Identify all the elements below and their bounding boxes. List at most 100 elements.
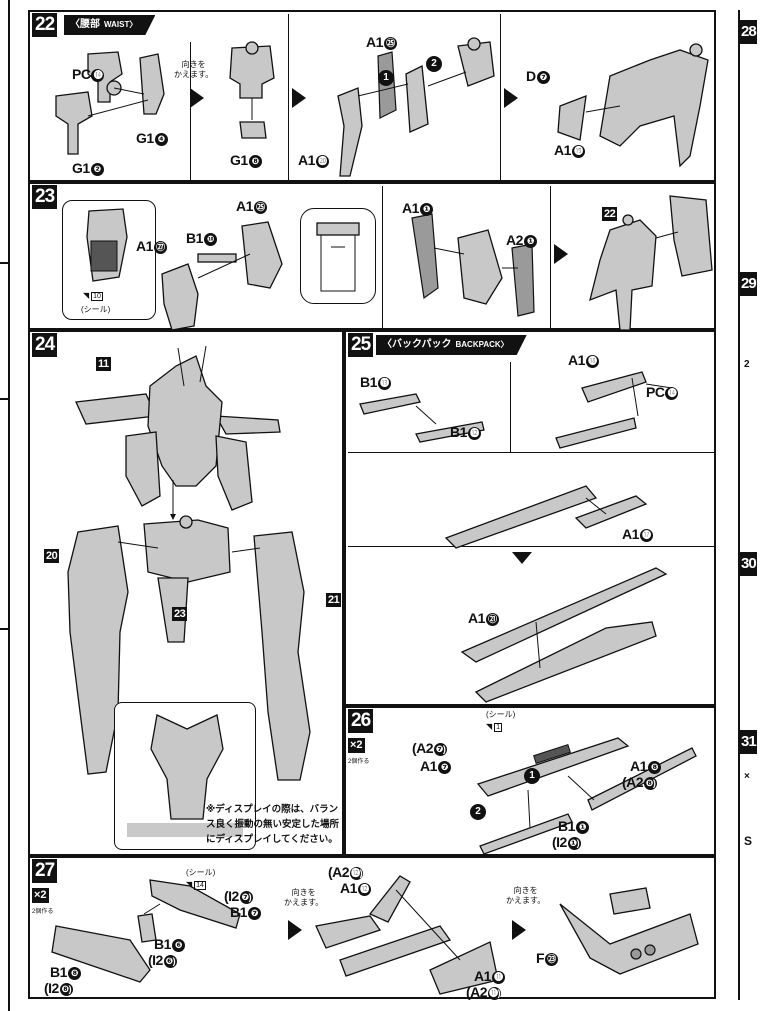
- turn-note: 向きを かえます。: [174, 60, 214, 79]
- step-order-1: 1: [378, 70, 394, 86]
- step-number-28: 28: [740, 20, 757, 44]
- step-number: 23: [32, 185, 58, 209]
- rifle-parts-illustration: [51, 879, 241, 983]
- step-number: 24: [32, 333, 58, 357]
- step-order-2: 2: [470, 804, 486, 820]
- backpack-final-illustration: [460, 567, 668, 703]
- title-jp: 〈バックパック: [382, 339, 452, 350]
- waist-parts-illustration-1: [55, 51, 165, 155]
- rifle-final-illustration: [559, 887, 699, 975]
- sticker-ref: ◥10: [83, 291, 103, 301]
- ref-step-23: 23: [172, 607, 188, 621]
- waist-assembled-illustration: [557, 43, 709, 168]
- rifle-assembly-illustration: [315, 875, 499, 995]
- shoulder-assembly-illustration: [161, 221, 283, 331]
- ref-step-21: 21: [326, 593, 342, 607]
- title-jp: 〈腰部: [70, 19, 100, 30]
- ref-step-20: 20: [44, 549, 60, 563]
- step-number-29: 29: [740, 272, 757, 296]
- step-title-banner: 〈腰部 WAIST〉: [64, 15, 155, 35]
- make-two-note: 2個作る: [348, 759, 370, 765]
- step-order-2: 2: [426, 56, 442, 72]
- make-two-badge: ×2: [348, 738, 365, 753]
- display-note-inset: [114, 702, 256, 850]
- x-mark: ×: [744, 771, 750, 782]
- sticker-ref: ◥14: [186, 880, 206, 890]
- step-24-panel: 24 11 20 21 23 ※ディスプレイの際は、バランス良く振動の無い安定し…: [28, 330, 344, 856]
- thruster-parts-illustration: [476, 737, 697, 855]
- display-note-text: ※ディスプレイの際は、バランス良く振動の無い安定した場所にディスプレイしてくださ…: [206, 804, 340, 845]
- torso-armor-illustration: [589, 195, 713, 331]
- right-page-edge: 28 29 30 31 2 × S: [738, 0, 760, 1011]
- title-en: WAIST〉: [104, 20, 138, 29]
- step-number: 25: [348, 333, 374, 357]
- backpack-assembly-illustration: [444, 485, 648, 549]
- step-order-1: 1: [524, 768, 540, 784]
- step-number: 26: [348, 709, 374, 733]
- waist-parts-illustration-2: [229, 41, 275, 139]
- turn-note-1: 向きを かえます。: [284, 888, 324, 907]
- waist-armor-illustration: [337, 37, 495, 177]
- ref-step-22: 22: [602, 207, 618, 221]
- sticker-inset: ◥10 (シール): [62, 200, 156, 320]
- left-page-edge: [0, 0, 10, 1011]
- turn-note-2: 向きを かえます。: [506, 886, 546, 905]
- title-en: BACKPACK〉: [455, 340, 509, 349]
- make-two-badge: ×2: [32, 888, 49, 903]
- sticker-label: (シール): [186, 868, 216, 877]
- sticker-label: (シール): [81, 305, 111, 314]
- step-number: 22: [32, 13, 58, 37]
- step-number-31: 31: [740, 730, 757, 754]
- step-number-30: 30: [740, 552, 757, 576]
- ref-step-11: 11: [96, 357, 111, 371]
- ref-2: 2: [744, 359, 750, 370]
- s-mark: S: [744, 834, 753, 848]
- connector-arrow: [170, 480, 176, 520]
- chest-armor-illustration: [411, 213, 535, 317]
- backpack-thrusters-illustration: [359, 393, 485, 443]
- sticker-label: (シール): [486, 710, 516, 719]
- step-number: 27: [32, 859, 58, 883]
